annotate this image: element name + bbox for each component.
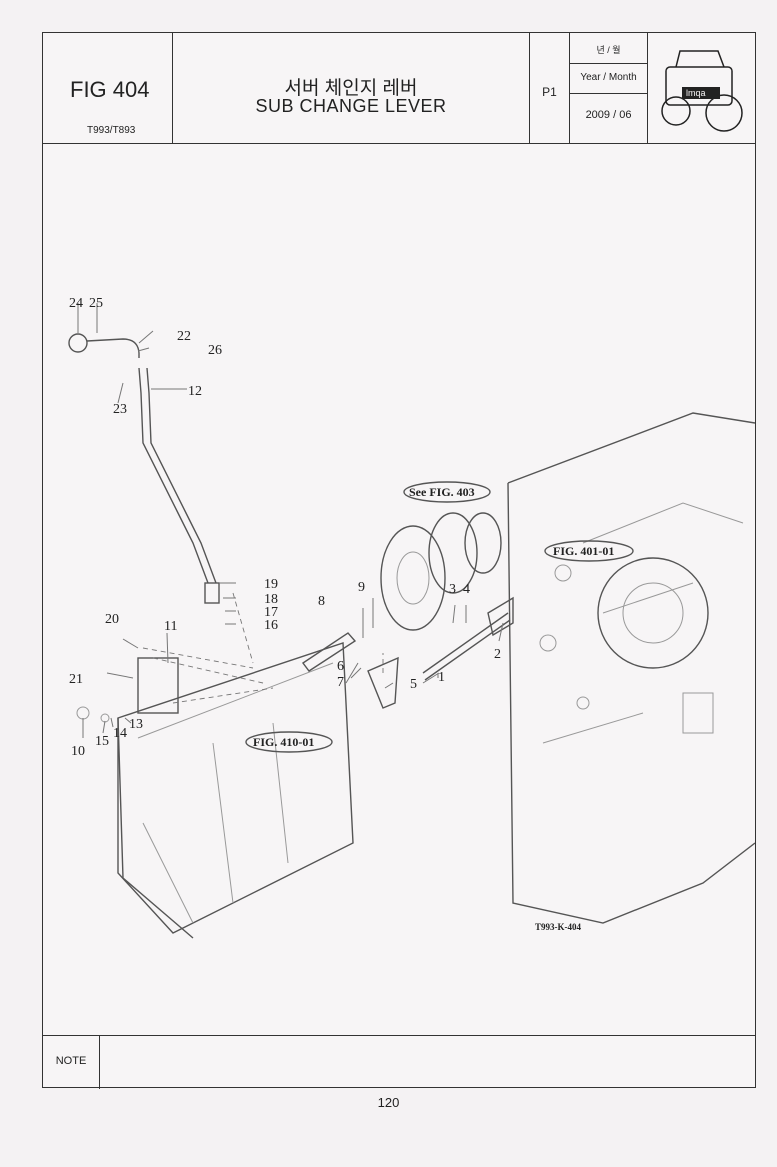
- date-label-korean: 년 / 월: [596, 45, 621, 55]
- leader-lines: [77, 303, 504, 738]
- callout-5: 5: [410, 677, 417, 692]
- shift-housing-drawing: [117, 642, 354, 939]
- note-label: NOTE: [43, 1036, 100, 1089]
- callout-7: 7: [337, 675, 344, 690]
- reference-see-fig-403: See FIG. 403: [409, 485, 475, 499]
- page-cell: P1: [530, 33, 570, 143]
- date-cell: 년 / 월 Year / Month 2009 / 06: [570, 33, 648, 143]
- transmission-case-drawing: [507, 412, 755, 924]
- callout-16: 16: [264, 618, 278, 633]
- callout-3: 3: [449, 582, 456, 597]
- model-code: T993/T893: [87, 125, 136, 136]
- title-english: SUB CHANGE LEVER: [255, 96, 447, 116]
- callout-4: 4: [463, 582, 470, 597]
- title-korean: 서버 체인지 레버: [284, 78, 418, 99]
- page-number: 120: [377, 1095, 400, 1110]
- callout-18: 18: [264, 592, 278, 607]
- callout-21: 21: [69, 672, 83, 687]
- page-label: P1: [542, 85, 557, 99]
- callout-14: 14: [113, 726, 127, 741]
- callout-9: 9: [358, 580, 365, 595]
- callout-22: 22: [177, 329, 191, 344]
- callout-23: 23: [113, 402, 127, 417]
- figure-number: FIG 404: [70, 77, 150, 102]
- drawing-code: T993-K-404: [535, 922, 581, 932]
- callout-19: 19: [264, 577, 278, 592]
- callout-24: 24: [69, 296, 83, 311]
- tractor-logo: lmqa: [661, 50, 743, 132]
- logo-cell: lmqa: [648, 33, 756, 143]
- reference-fig-410-01: FIG. 410-01: [253, 735, 314, 749]
- callout-6: 6: [337, 659, 344, 674]
- figure-cell: FIG 404 T993/T893: [43, 33, 173, 143]
- callout-13: 13: [129, 717, 143, 732]
- callout-17: 17: [264, 605, 278, 620]
- reference-fig-401-01: FIG. 401-01: [553, 544, 614, 558]
- lever-assembly-drawing: [68, 333, 514, 723]
- callout-26: 26: [208, 343, 222, 358]
- callout-15: 15: [95, 734, 109, 749]
- callout-1: 1: [438, 670, 445, 685]
- date-label-english: Year / Month: [570, 63, 647, 94]
- date-value: 2009 / 06: [585, 109, 632, 121]
- gear-assembly-drawing: [380, 512, 502, 631]
- figure-references: See FIG. 403 FIG. 401-01 FIG. 410-01: [245, 481, 634, 753]
- exploded-parts-diagram: 1 2 3 4 5 6 7 8 9 10 11 12 13 14 15 16 1…: [68, 296, 755, 939]
- callout-11: 11: [164, 619, 177, 634]
- part-callouts: 1 2 3 4 5 6 7 8 9 10 11 12 13 14 15 16 1…: [69, 296, 501, 759]
- title-block: FIG 404 T993/T893 서버 체인지 레버 SUB CHANGE L…: [43, 33, 755, 144]
- svg-text:lmqa: lmqa: [686, 88, 706, 98]
- callout-12: 12: [188, 384, 202, 399]
- callout-2: 2: [494, 647, 501, 662]
- title-cell: 서버 체인지 레버 SUB CHANGE LEVER: [173, 33, 530, 143]
- callout-8: 8: [318, 594, 325, 609]
- note-box: NOTE: [43, 1035, 755, 1089]
- callout-20: 20: [105, 612, 119, 627]
- callout-25: 25: [89, 296, 103, 311]
- catalog-page: FIG 404 T993/T893 서버 체인지 레버 SUB CHANGE L…: [42, 32, 756, 1089]
- callout-10: 10: [71, 744, 85, 759]
